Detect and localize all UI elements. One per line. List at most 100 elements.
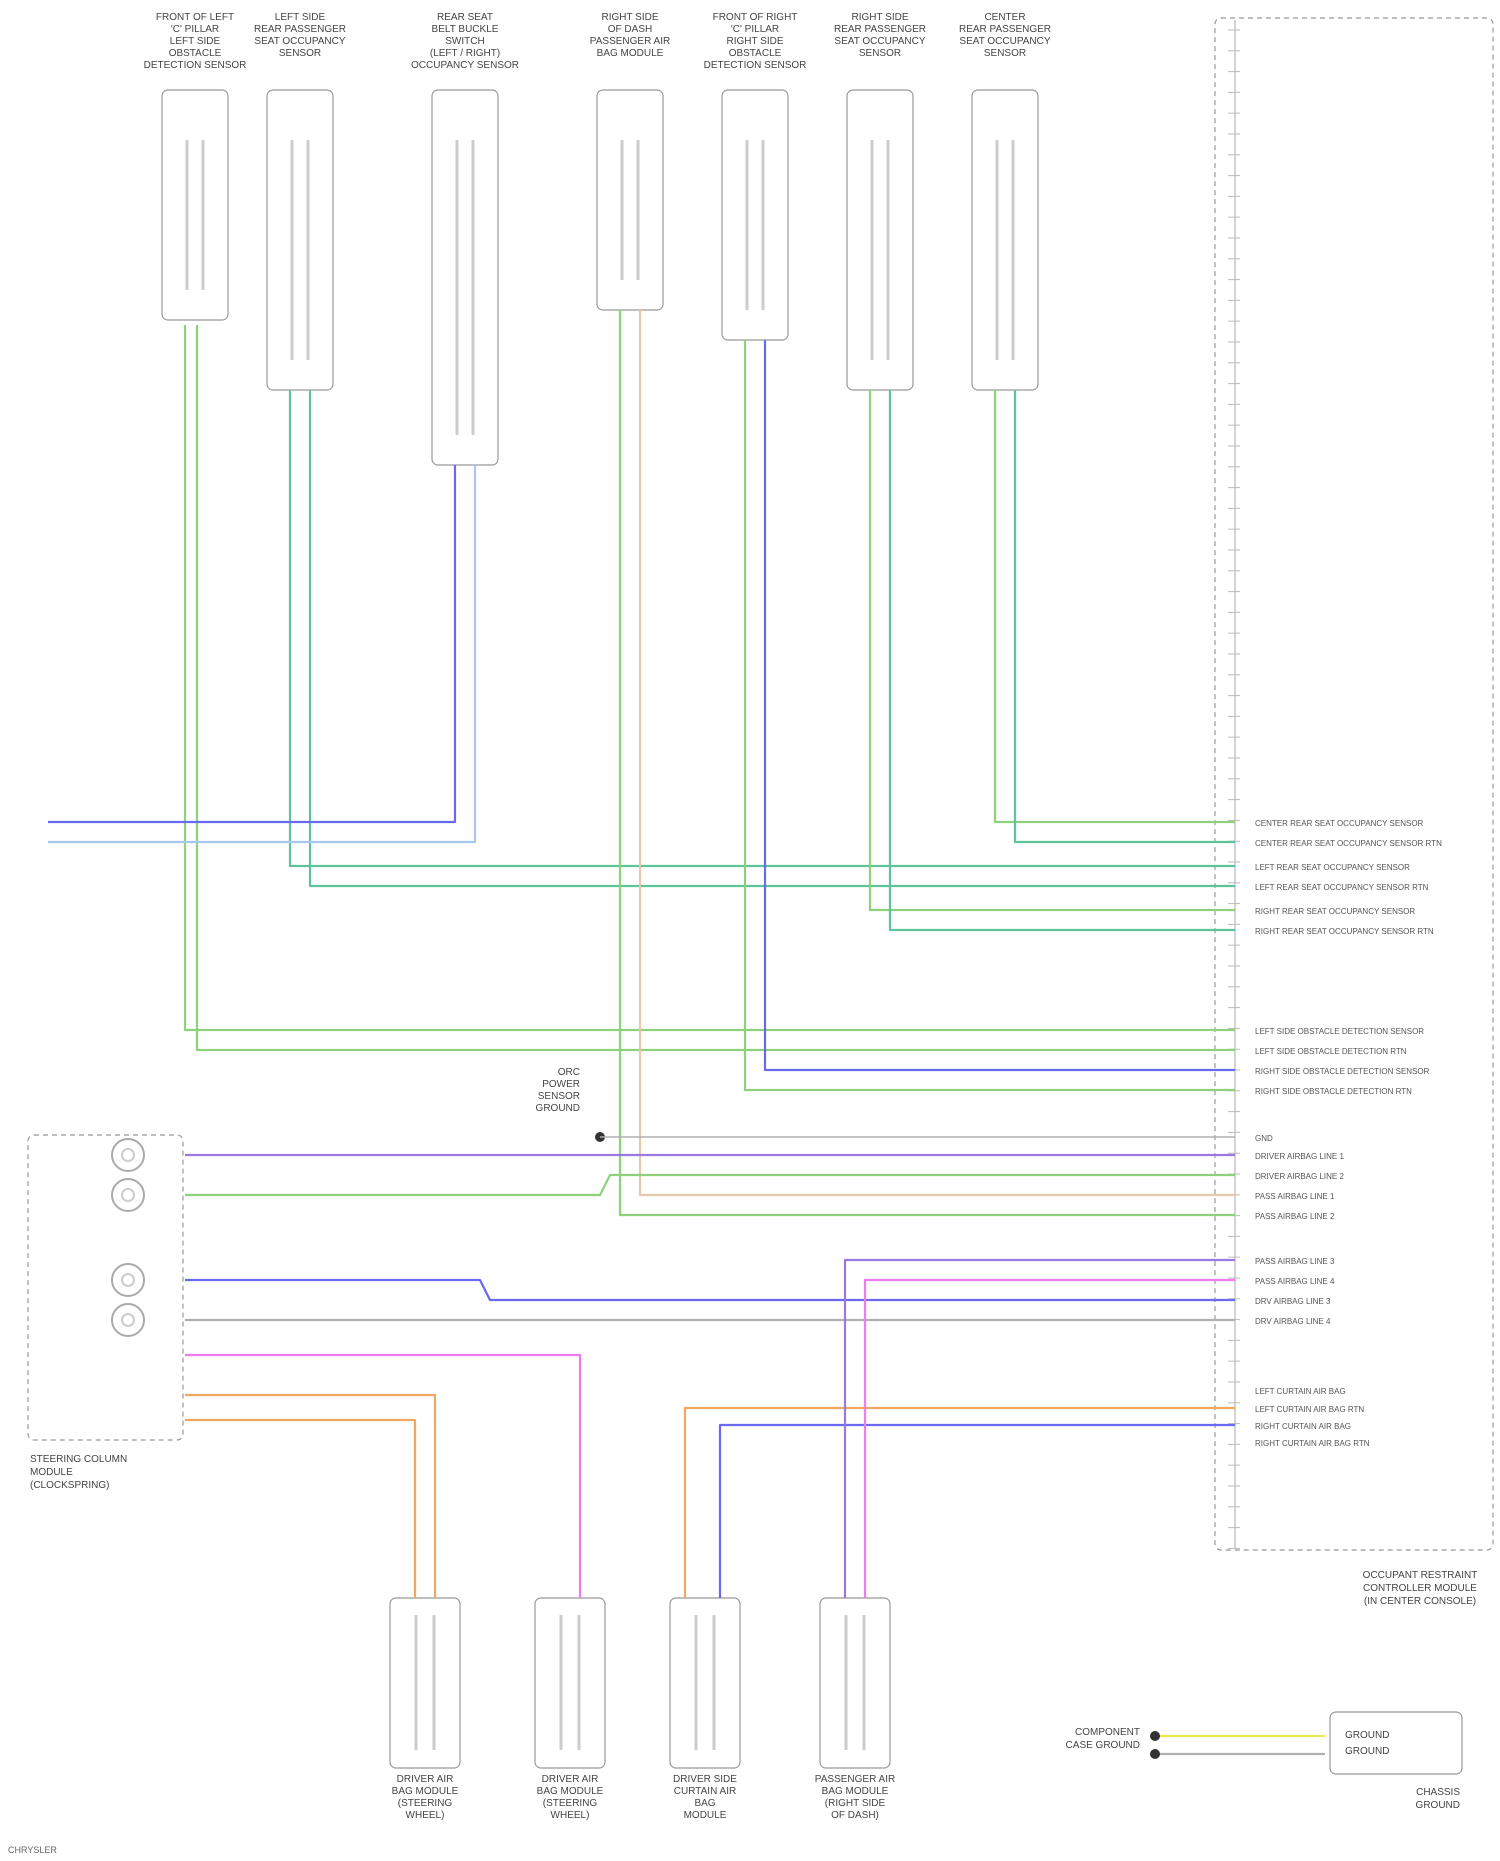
connector-c6-label-line: SENSOR	[859, 48, 901, 59]
connector-b3-label-line: MODULE	[684, 1810, 727, 1821]
connector-c6	[847, 90, 913, 390]
connector-b2-label-line: DRIVER AIR	[542, 1774, 599, 1785]
clockspring-coil-center-icon	[122, 1274, 134, 1286]
connector-b1-label-line: DRIVER AIR	[397, 1774, 454, 1785]
connector-c7-label-line: REAR PASSENGER	[959, 24, 1051, 35]
wire-to-b1-2	[185, 1420, 415, 1598]
clockspring-coil-center-icon	[122, 1189, 134, 1201]
wire-center-occupancy-2	[1015, 390, 1235, 842]
connector-c2-label-line: LEFT SIDE	[275, 12, 326, 23]
ground-box	[1330, 1712, 1462, 1774]
connector-c2-label-line: SEAT OCCUPANCY	[254, 36, 345, 47]
right-module-label-line: (IN CENTER CONSOLE)	[1364, 1596, 1476, 1607]
clockspring-coil-icon	[112, 1179, 144, 1211]
clockspring-coil-icon	[112, 1304, 144, 1336]
signal-label: RIGHT CURTAIN AIR BAG	[1255, 1422, 1351, 1431]
clockspring-coil-center-icon	[122, 1314, 134, 1326]
wire-right-occupancy-1	[870, 390, 1235, 910]
right-module-label-line: CONTROLLER MODULE	[1363, 1583, 1477, 1594]
wire-to-b1-1	[185, 1395, 435, 1598]
clockspring-coil-center-icon	[122, 1149, 134, 1161]
signal-label: RIGHT REAR SEAT OCCUPANCY SENSOR RTN	[1255, 927, 1434, 936]
wire-right-occupancy-2	[890, 390, 1235, 930]
wire-right-obstacle-2	[765, 340, 1235, 1070]
connector-b4-label-line: PASSENGER AIR	[815, 1774, 895, 1785]
wire-driver-airbag-2	[185, 1175, 1235, 1195]
connector-c6-label-line: RIGHT SIDE	[851, 12, 908, 23]
connector-c6-label-line: SEAT OCCUPANCY	[834, 36, 925, 47]
ground-box-label-line: GROUND	[1345, 1730, 1389, 1741]
wire-pass-line-4	[865, 1280, 1235, 1598]
connector-b1-label-line: WHEEL)	[406, 1810, 445, 1821]
connector-b1	[390, 1598, 460, 1768]
connector-c3-label-line: (LEFT / RIGHT)	[430, 48, 500, 59]
connector-c4	[597, 90, 663, 310]
connector-c7	[972, 90, 1038, 390]
connector-c4-label-line: OF DASH	[608, 24, 652, 35]
signal-label: LEFT SIDE OBSTACLE DETECTION RTN	[1255, 1047, 1407, 1056]
wire-left-obstacle-2	[197, 325, 1235, 1050]
connector-b2	[535, 1598, 605, 1768]
wire-driver-airbag-3	[185, 1280, 1235, 1300]
connector-c3-label-line: SWITCH	[445, 36, 484, 47]
connector-b3-label-line: DRIVER SIDE	[673, 1774, 737, 1785]
wire-left-occupancy-1	[290, 390, 1235, 866]
signal-label: DRV AIRBAG LINE 3	[1255, 1297, 1331, 1306]
ground-box-label-line: GROUND	[1345, 1746, 1389, 1757]
signal-label: CENTER REAR SEAT OCCUPANCY SENSOR RTN	[1255, 839, 1442, 848]
connector-c5-label-line: FRONT OF RIGHT	[713, 12, 798, 23]
wire-to-b2-1	[185, 1355, 580, 1598]
signal-label: PASS AIRBAG LINE 3	[1255, 1257, 1335, 1266]
connector-c5	[722, 90, 788, 340]
connector-c6-label-line: REAR PASSENGER	[834, 24, 926, 35]
wire-center-occupancy-1	[995, 390, 1235, 822]
signal-label: LEFT REAR SEAT OCCUPANCY SENSOR RTN	[1255, 883, 1429, 892]
connector-c3-label-line: BELT BUCKLE	[432, 24, 499, 35]
footer-brand: CHRYSLER	[8, 1845, 57, 1855]
connector-c4-label-line: PASSENGER AIR	[590, 36, 670, 47]
signal-label: RIGHT SIDE OBSTACLE DETECTION RTN	[1255, 1087, 1412, 1096]
wire-curtain-2	[720, 1425, 1235, 1598]
mid-label-line: ORC	[558, 1067, 580, 1078]
connector-b4	[820, 1598, 890, 1768]
wire-pass-airbag-2	[640, 310, 1235, 1195]
connector-b2-label-line: BAG MODULE	[537, 1786, 604, 1797]
connector-c5-label-line: RIGHT SIDE	[726, 36, 783, 47]
right-module-label-line: OCCUPANT RESTRAINT	[1363, 1570, 1478, 1581]
connector-b3-label-line: CURTAIN AIR	[674, 1786, 736, 1797]
left-module-label-line: STEERING COLUMN	[30, 1454, 127, 1465]
connector-c2-label-line: REAR PASSENGER	[254, 24, 346, 35]
connector-b2-label-line: (STEERING	[543, 1798, 598, 1809]
connector-c3	[432, 90, 498, 465]
wire-rear-buckle-2	[48, 465, 475, 842]
connector-c5-label-line: OBSTACLE	[729, 48, 782, 59]
connector-c1	[162, 90, 228, 320]
ground-terminal-icon	[1150, 1731, 1160, 1741]
signal-label: RIGHT CURTAIN AIR BAG RTN	[1255, 1439, 1370, 1448]
left-module-label-line: (CLOCKSPRING)	[30, 1480, 109, 1491]
connector-c7-label-line: SENSOR	[984, 48, 1026, 59]
connector-c1-label-line: OBSTACLE	[169, 48, 222, 59]
connector-c1-label-line: 'C' PILLAR	[171, 24, 219, 35]
bottom-right-label-line: GROUND	[1416, 1800, 1460, 1811]
clockspring-coil-icon	[112, 1264, 144, 1296]
signal-label: PASS AIRBAG LINE 2	[1255, 1212, 1335, 1221]
left-module-box	[28, 1135, 183, 1440]
connector-c1-label-line: FRONT OF LEFT	[156, 12, 234, 23]
connector-c7-label-line: SEAT OCCUPANCY	[959, 36, 1050, 47]
signal-label: RIGHT REAR SEAT OCCUPANCY SENSOR	[1255, 907, 1415, 916]
signal-label: LEFT SIDE OBSTACLE DETECTION SENSOR	[1255, 1027, 1424, 1036]
signal-label: DRIVER AIRBAG LINE 2	[1255, 1172, 1344, 1181]
mid-label-line: GROUND	[536, 1103, 580, 1114]
signal-label: PASS AIRBAG LINE 4	[1255, 1277, 1335, 1286]
connector-b3	[670, 1598, 740, 1768]
wire-right-obstacle-1	[745, 340, 1235, 1090]
connector-c7-label-line: CENTER	[984, 12, 1025, 23]
ground-label-line: COMPONENT	[1075, 1727, 1140, 1738]
signal-label: RIGHT SIDE OBSTACLE DETECTION SENSOR	[1255, 1067, 1430, 1076]
bottom-right-label-line: CHASSIS	[1416, 1787, 1460, 1798]
connector-b1-label-line: BAG MODULE	[392, 1786, 459, 1797]
signal-label: GND	[1255, 1134, 1273, 1143]
signal-label: CENTER REAR SEAT OCCUPANCY SENSOR	[1255, 819, 1424, 828]
